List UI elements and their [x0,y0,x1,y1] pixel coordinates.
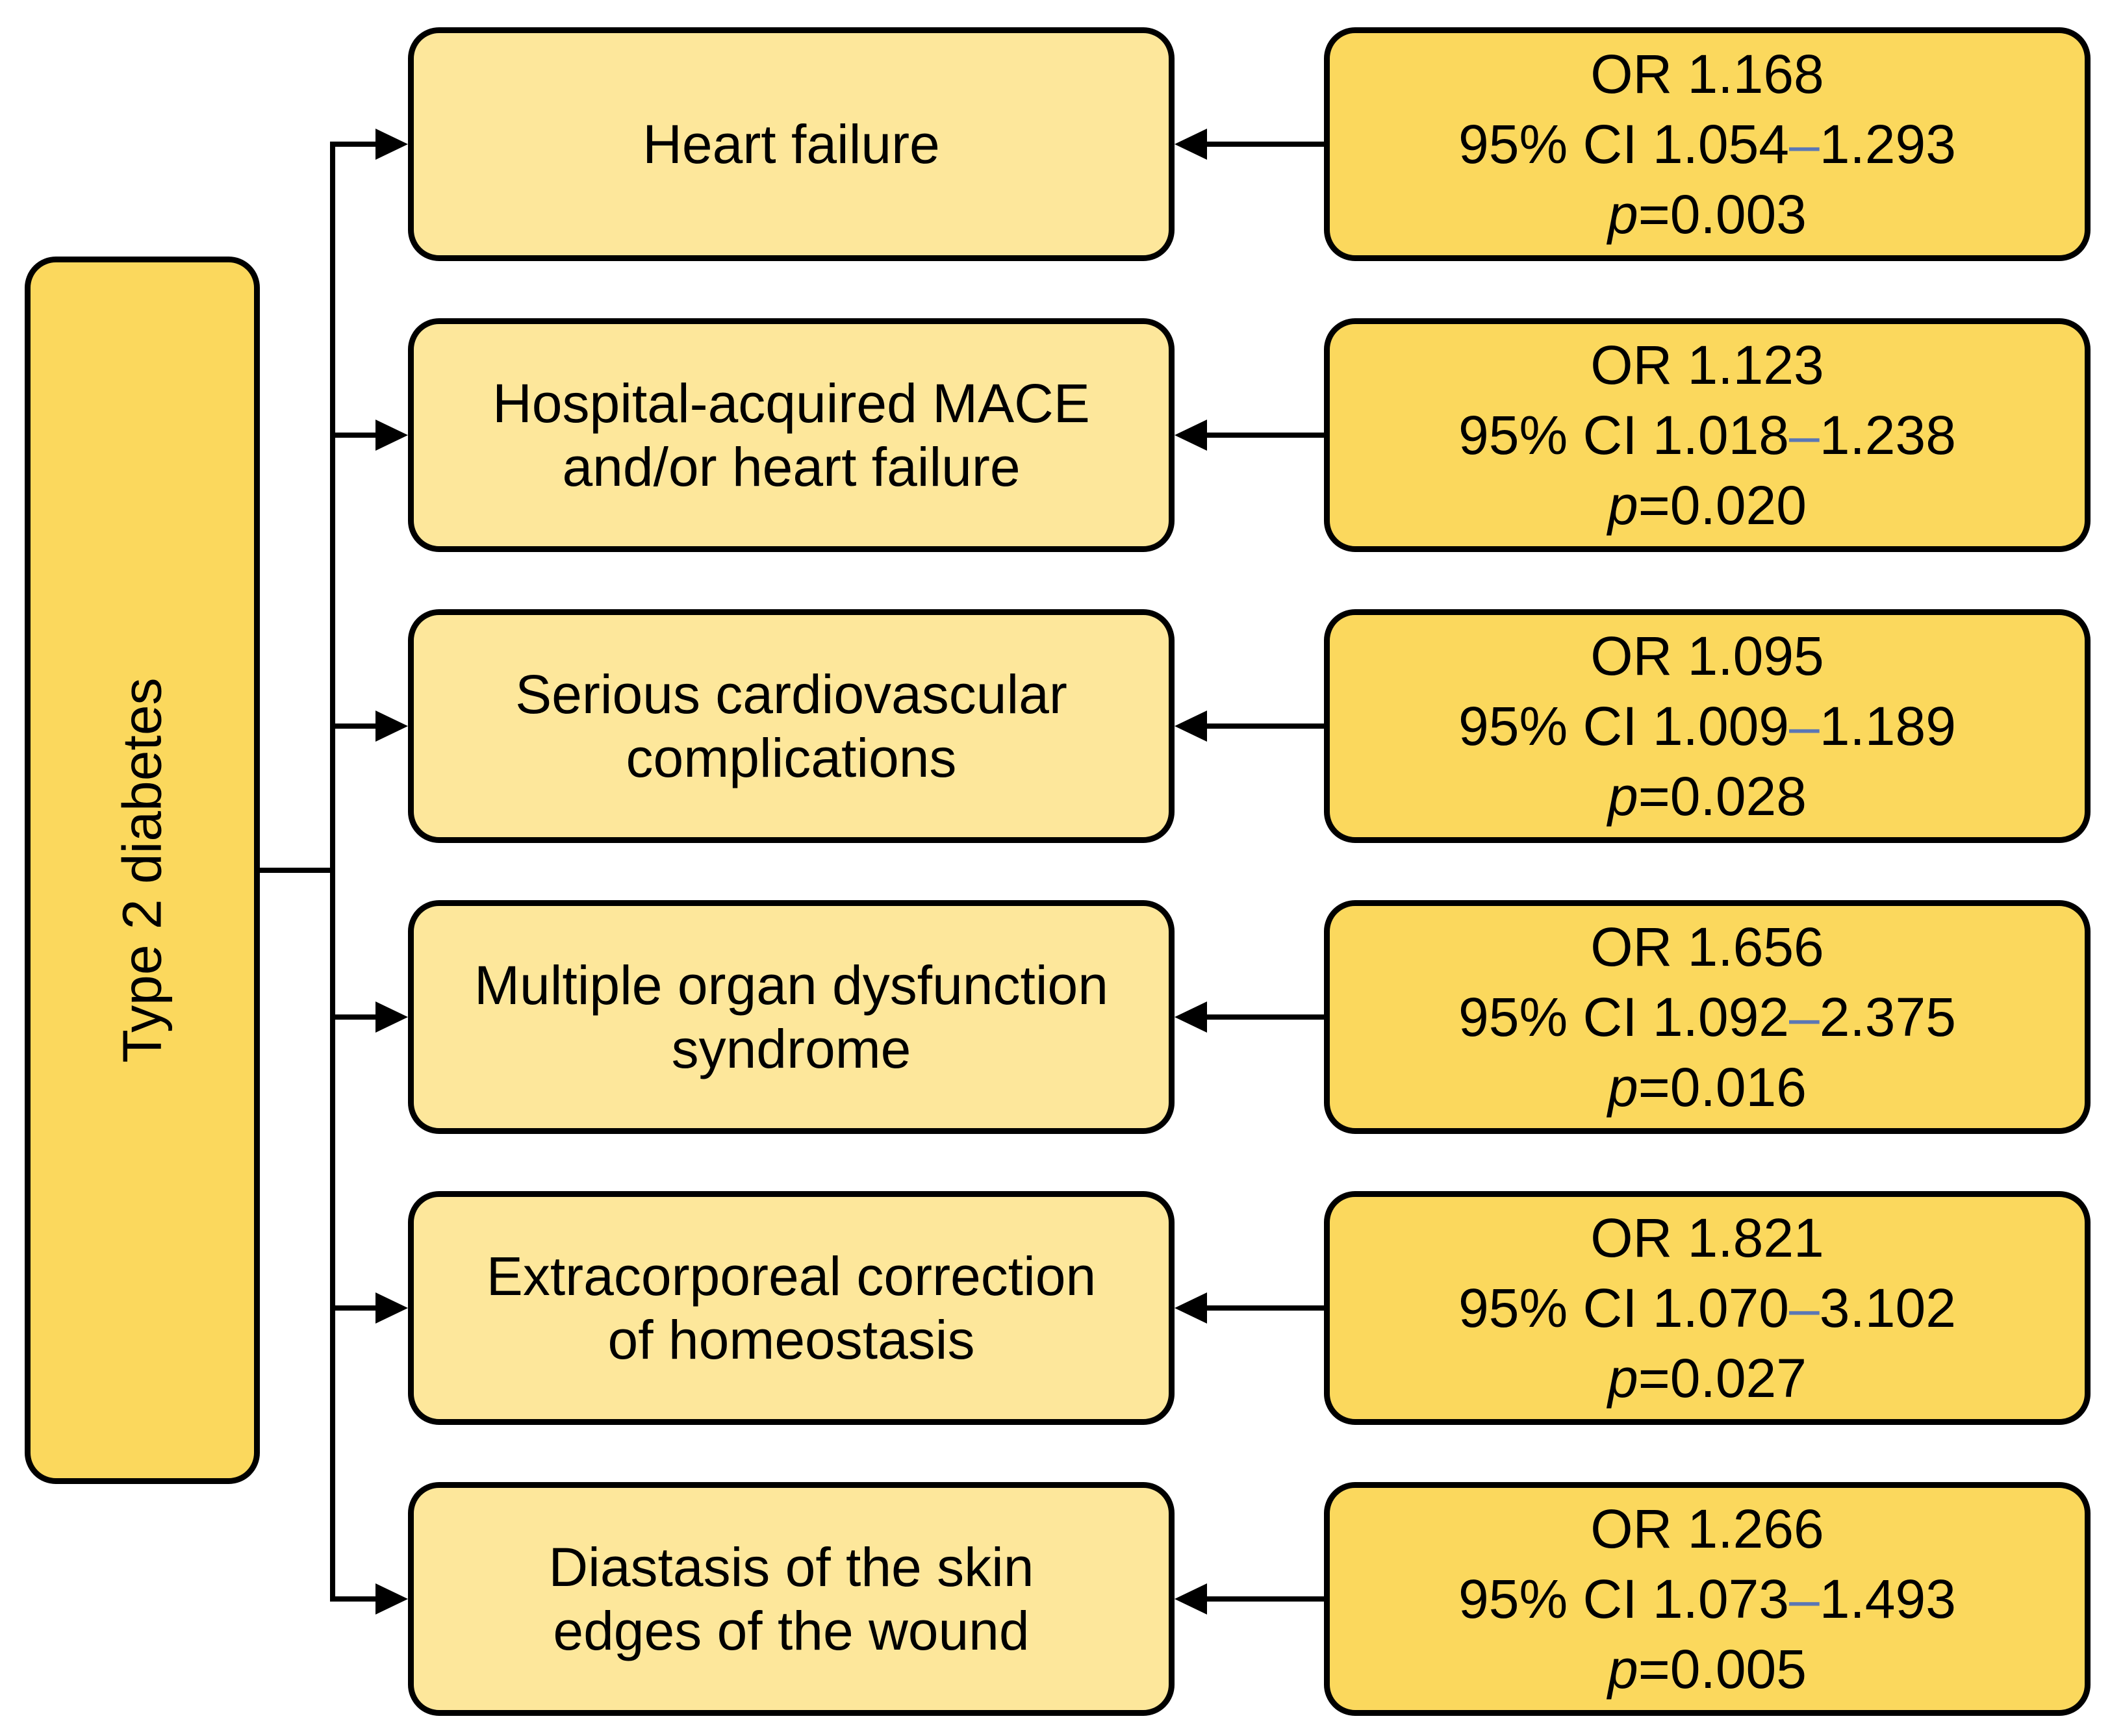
stats-arrowhead [1175,129,1207,160]
ci-lower: 95% CI 1.073 [1458,1568,1790,1629]
p-value: =0.005 [1638,1639,1807,1700]
outcome-label-line: Heart failure [642,114,940,175]
stats-arrowhead [1175,1583,1207,1615]
odds-ratio: OR 1.123 [1590,334,1824,396]
ci-lower: 95% CI 1.092 [1458,987,1790,1048]
root-label: Type 2 diabetes [112,677,173,1063]
branch-arrowhead [375,1583,408,1615]
stats-arrowhead [1175,711,1207,742]
outcome-label: Heart failure [629,112,953,176]
ci-dash: – [1789,1568,1820,1629]
odds-ratio: OR 1.095 [1590,625,1824,686]
ci-upper: 2.375 [1819,987,1956,1048]
ci-dash: – [1789,987,1820,1048]
outcome-label-line: complications [626,727,957,788]
ci-lower: 95% CI 1.070 [1458,1277,1790,1339]
confidence-interval-line: 95% CI 1.073–1.493 [1458,1564,1956,1634]
odds-ratio: OR 1.656 [1590,916,1824,977]
odds-ratio: OR 1.168 [1590,44,1824,105]
confidence-interval-line: 95% CI 1.018–1.238 [1458,400,1956,470]
p-symbol: p [1608,1639,1638,1700]
odds-ratio-line: OR 1.821 [1590,1203,1824,1273]
branch-arrowhead [375,711,408,742]
p-symbol: p [1608,766,1638,827]
p-value-line: p=0.016 [1608,1052,1807,1122]
stats-arrowhead [1175,1292,1207,1324]
ci-dash: – [1789,114,1820,175]
outcome-label-line: Hospital-acquired MACE [492,373,1090,434]
p-value: =0.003 [1638,184,1807,245]
confidence-interval-line: 95% CI 1.009–1.189 [1458,691,1956,761]
odds-ratio-line: OR 1.656 [1590,912,1824,982]
ci-upper: 1.189 [1819,696,1956,757]
outcome-label-line: of homeostasis [607,1309,975,1370]
p-value-line: p=0.005 [1608,1634,1807,1704]
p-symbol: p [1608,184,1638,245]
stats-arrowhead [1175,1001,1207,1033]
outcome-label-line: and/or heart failure [562,436,1021,497]
ci-lower: 95% CI 1.054 [1458,114,1790,175]
outcome-label-line: Extracorporeal correction [486,1246,1097,1307]
outcome-label-line: Diastasis of the skin [548,1537,1034,1598]
ci-dash: – [1789,405,1820,466]
branch-arrowhead [375,1292,408,1324]
root-node: Type 2 diabetes [25,257,260,1484]
branch-arrowhead [375,129,408,160]
p-value: =0.027 [1638,1348,1807,1409]
outcome-label-line: Serious cardiovascular [515,664,1067,725]
odds-ratio: OR 1.821 [1590,1207,1824,1268]
branch-arrowhead [375,1001,408,1033]
ci-upper: 1.493 [1819,1568,1956,1629]
confidence-interval-line: 95% CI 1.070–3.102 [1458,1273,1956,1343]
p-symbol: p [1608,1348,1638,1409]
confidence-interval-line: 95% CI 1.054–1.293 [1458,109,1956,179]
ci-lower: 95% CI 1.018 [1458,405,1790,466]
p-value: =0.028 [1638,766,1807,827]
odds-ratio-line: OR 1.095 [1590,621,1824,691]
p-value: =0.020 [1638,475,1807,536]
p-value-line: p=0.020 [1608,470,1807,540]
outcome-label-line: edges of the wound [553,1600,1030,1661]
p-value: =0.016 [1638,1057,1807,1118]
ci-upper: 3.102 [1819,1277,1956,1339]
p-value-line: p=0.027 [1608,1343,1807,1413]
odds-ratio: OR 1.266 [1590,1498,1824,1559]
ci-upper: 1.238 [1819,405,1956,466]
outcome-label-line: syndrome [671,1018,911,1079]
ci-dash: – [1789,696,1820,757]
outcome-box: Heart failure [408,27,1175,261]
odds-ratio-line: OR 1.123 [1590,330,1824,400]
p-value-line: p=0.003 [1608,179,1807,249]
odds-ratio-line: OR 1.266 [1590,1494,1824,1564]
stats-arrowhead [1175,420,1207,451]
odds-ratio-line: OR 1.168 [1590,39,1824,109]
branch-arrowhead [375,420,408,451]
outcome-label-line: Multiple organ dysfunction [474,955,1108,1016]
p-symbol: p [1608,1057,1638,1118]
ci-upper: 1.293 [1819,114,1956,175]
ci-dash: – [1789,1277,1820,1339]
p-symbol: p [1608,475,1638,536]
ci-lower: 95% CI 1.009 [1458,696,1790,757]
confidence-interval-line: 95% CI 1.092–2.375 [1458,982,1956,1052]
p-value-line: p=0.028 [1608,761,1807,831]
